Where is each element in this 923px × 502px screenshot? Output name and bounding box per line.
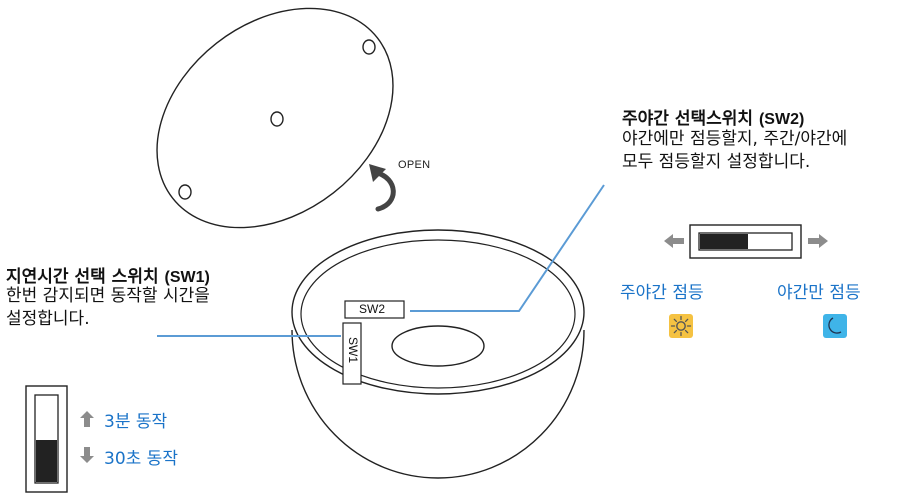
sw1-down-label: 30초 동작 — [104, 449, 178, 469]
sw2-switch — [344, 300, 405, 319]
sw1-up-label: 3분 동작 — [104, 412, 168, 432]
sw2-board-label: SW2 — [359, 302, 386, 316]
sw2-left-label: 주야간 점등 — [620, 283, 704, 303]
sw2-callout-line1: 야간에만 점등할지, 주간/야간에 — [622, 129, 848, 149]
lid-hole-top — [362, 39, 376, 55]
arrow-down-icon — [80, 447, 94, 463]
arrow-left-icon — [664, 234, 684, 248]
sw1-board-label: SW1 — [346, 337, 360, 364]
sw1-switch — [342, 322, 362, 385]
arrow-right-icon — [808, 234, 828, 248]
sw2-callout-line2: 모두 점등할지 설정합니다. — [622, 152, 811, 172]
sw1-callout-line1: 한번 감지되면 동작할 시간을 — [6, 286, 210, 306]
sw2-callout-title: 주야간 선택스위치 (SW2) — [622, 109, 805, 129]
lid-hole-bottom — [178, 184, 192, 200]
sw1-callout-title: 지연시간 선택 스위치 (SW1) — [6, 267, 210, 287]
sun-icon — [669, 314, 693, 338]
base-bowl — [291, 229, 585, 479]
lid-hole-center — [270, 111, 284, 127]
sw1-switch-diagram — [25, 385, 68, 493]
sensor-lens — [391, 325, 485, 367]
sw2-callout-line — [410, 184, 605, 312]
sw2-right-label: 야간만 점등 — [777, 283, 861, 303]
moon-icon — [823, 314, 847, 338]
arrow-up-icon — [80, 411, 94, 427]
lid — [156, 7, 394, 229]
open-rotate-arrow-icon — [369, 164, 396, 212]
sw1-callout-line2: 설정합니다. — [6, 309, 90, 329]
sw2-switch-diagram — [689, 224, 802, 259]
open-label: OPEN — [398, 159, 431, 171]
